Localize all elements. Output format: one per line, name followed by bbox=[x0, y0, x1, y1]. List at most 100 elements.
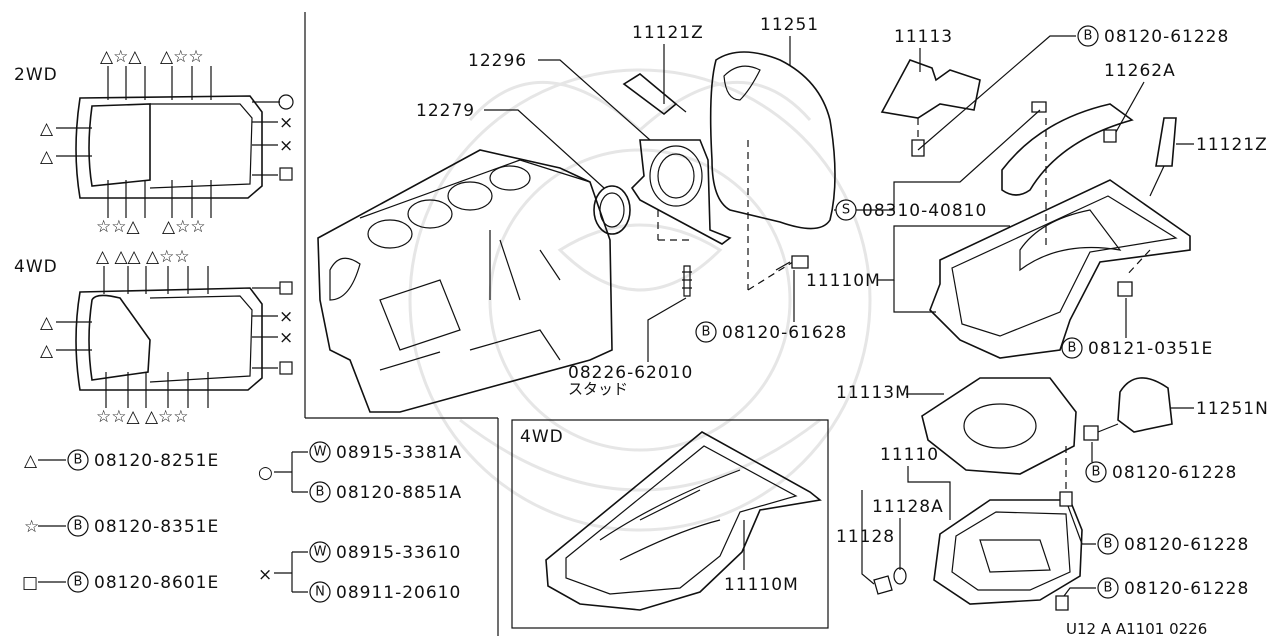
sealant-tube-top bbox=[622, 73, 687, 116]
callout-08226-62010: 08226-62010 スタッド bbox=[568, 297, 693, 398]
svg-text:×: × bbox=[279, 307, 293, 327]
svg-text:B: B bbox=[1104, 537, 1113, 552]
svg-text:08120-8851A: 08120-8851A bbox=[336, 483, 462, 503]
svg-text:☆☆△: ☆☆△ bbox=[96, 217, 140, 237]
legend-circle: ○ W 08915-3381A B 08120-8851A bbox=[258, 441, 462, 503]
label-11121z-top: 11121Z bbox=[632, 23, 704, 43]
svg-text:N: N bbox=[315, 585, 325, 600]
drawing-id: U12 A A1101 0226 bbox=[1066, 620, 1207, 638]
svg-text:△: △ bbox=[24, 451, 38, 471]
svg-text:W: W bbox=[314, 545, 327, 560]
svg-text:08226-62010: 08226-62010 bbox=[568, 363, 693, 383]
part-labels: 11121Z 11251 12296 12279 11113 11262A 11… bbox=[416, 15, 1269, 595]
callout-08120-61628: B 08120-61628 bbox=[695, 270, 847, 343]
callout-08310-40810: S 08310-40810 bbox=[834, 109, 1041, 221]
svg-text:08120-61628: 08120-61628 bbox=[722, 323, 847, 343]
seal-retainer-12296 bbox=[630, 139, 732, 245]
svg-text:08121-0351E: 08121-0351E bbox=[1088, 339, 1213, 359]
callout-08121-0351e: B 08121-0351E bbox=[1061, 298, 1213, 359]
svg-text:B: B bbox=[1068, 341, 1077, 356]
legend-star: ☆ B 08120-8351E bbox=[24, 515, 219, 537]
svg-text:08120-61228: 08120-61228 bbox=[1112, 463, 1237, 483]
svg-text:×: × bbox=[279, 328, 293, 348]
svg-text:B: B bbox=[74, 519, 83, 534]
sealant-tube-right bbox=[1149, 117, 1177, 197]
callout-labels: B 08120-61228 S 08310-40810 B 08120-6162… bbox=[568, 25, 1249, 599]
top-symbols-2wd: △☆△ △☆☆ bbox=[100, 47, 204, 67]
svg-text:08310-40810: 08310-40810 bbox=[862, 201, 987, 221]
oil-pan-lower-11110 bbox=[933, 446, 1083, 605]
label-11262a: 11262A bbox=[1104, 61, 1176, 81]
label-11110: 11110 bbox=[880, 445, 939, 465]
svg-text:08915-33610: 08915-33610 bbox=[336, 543, 461, 563]
svg-text:08120-8251E: 08120-8251E bbox=[94, 451, 219, 471]
svg-text:W: W bbox=[314, 445, 327, 460]
legend-square: □ B 08120-8601E bbox=[22, 571, 219, 593]
svg-text:△☆△: △☆△ bbox=[100, 47, 142, 67]
svg-text:△☆☆: △☆☆ bbox=[162, 217, 206, 237]
label-11113: 11113 bbox=[894, 27, 953, 47]
cover-11251n bbox=[1083, 377, 1173, 441]
callout-08120-61228-c: B 08120-61228 bbox=[1067, 505, 1249, 555]
svg-text:B: B bbox=[316, 485, 325, 500]
svg-text:×: × bbox=[279, 136, 293, 156]
bolt-pattern-2wd: 2WD △☆△ △☆☆ ☆☆△ △☆☆ △ △ × × bbox=[14, 47, 294, 237]
svg-text:08911-20610: 08911-20610 bbox=[336, 583, 461, 603]
svg-text:☆☆△ △☆☆: ☆☆△ △☆☆ bbox=[96, 407, 189, 427]
crank-seal-12279 bbox=[593, 185, 631, 235]
callout-08120-61228-a: B 08120-61228 bbox=[917, 25, 1229, 151]
label-11110m-right: 11110M bbox=[806, 271, 881, 291]
bolt-pattern-4wd: 4WD △ △△ △☆☆ ☆☆△ △☆☆ △ △ × × bbox=[14, 247, 293, 427]
label-11251: 11251 bbox=[760, 15, 819, 35]
label-12296: 12296 bbox=[468, 51, 527, 71]
lower-bolts bbox=[1055, 491, 1073, 611]
bolt-11262a bbox=[1103, 129, 1117, 143]
label-4wd: 4WD bbox=[14, 257, 58, 277]
svg-text:08120-8601E: 08120-8601E bbox=[94, 573, 219, 593]
svg-text:○: ○ bbox=[258, 463, 273, 483]
legend: △ B 08120-8251E ☆ B 08120-8351E □ B 0812… bbox=[22, 441, 462, 603]
svg-text:B: B bbox=[702, 325, 711, 340]
bolt-08120-61628 bbox=[775, 255, 809, 271]
legend-cross: × W 08915-33610 N 08911-20610 bbox=[258, 541, 461, 603]
svg-text:☆: ☆ bbox=[24, 517, 39, 537]
label-11113m: 11113M bbox=[836, 383, 911, 403]
svg-text:△: △ bbox=[40, 147, 54, 167]
bolt-08310-40810 bbox=[1031, 101, 1047, 113]
svg-text:△: △ bbox=[40, 119, 54, 139]
svg-text:△☆☆: △☆☆ bbox=[160, 47, 204, 67]
svg-text:08120-61228: 08120-61228 bbox=[1124, 535, 1249, 555]
svg-text:×: × bbox=[279, 113, 293, 133]
rear-plate-11251 bbox=[709, 51, 836, 291]
svg-text:△: △ bbox=[40, 313, 54, 333]
svg-text:×: × bbox=[258, 565, 272, 585]
svg-text:08120-8351E: 08120-8351E bbox=[94, 517, 219, 537]
svg-text:B: B bbox=[1084, 29, 1093, 44]
gasket-11113m bbox=[921, 377, 1077, 475]
watermark-emblem bbox=[408, 68, 872, 532]
svg-text:□: □ bbox=[22, 573, 38, 593]
svg-text:B: B bbox=[74, 453, 83, 468]
drain-plug-11128 bbox=[873, 567, 907, 595]
stud-08226 bbox=[682, 265, 692, 297]
svg-text:08120-61228: 08120-61228 bbox=[1104, 27, 1229, 47]
label-11128a: 11128A bbox=[872, 497, 944, 517]
bolt-08121-0351e bbox=[1117, 281, 1133, 297]
oil-pan-upper bbox=[929, 103, 1191, 359]
label-2wd: 2WD bbox=[14, 65, 58, 85]
label-12279: 12279 bbox=[416, 101, 475, 121]
svg-text:B: B bbox=[1104, 581, 1113, 596]
svg-text:S: S bbox=[842, 203, 850, 218]
inset-label-4wd: 4WD bbox=[520, 427, 564, 447]
callout-08120-61228-d: B 08120-61228 bbox=[1063, 577, 1249, 599]
callout-08120-61228-b: B 08120-61228 bbox=[1085, 442, 1237, 483]
legend-triangle: △ B 08120-8251E bbox=[24, 449, 219, 471]
frame-lines bbox=[304, 12, 829, 636]
svg-text:△ △△ △☆☆: △ △△ △☆☆ bbox=[96, 247, 190, 267]
svg-text:B: B bbox=[74, 575, 83, 590]
svg-text:08915-3381A: 08915-3381A bbox=[336, 443, 462, 463]
svg-text:08120-61228: 08120-61228 bbox=[1124, 579, 1249, 599]
svg-text:スタッド: スタッド bbox=[568, 380, 628, 398]
label-11251n: 11251N bbox=[1196, 399, 1269, 419]
